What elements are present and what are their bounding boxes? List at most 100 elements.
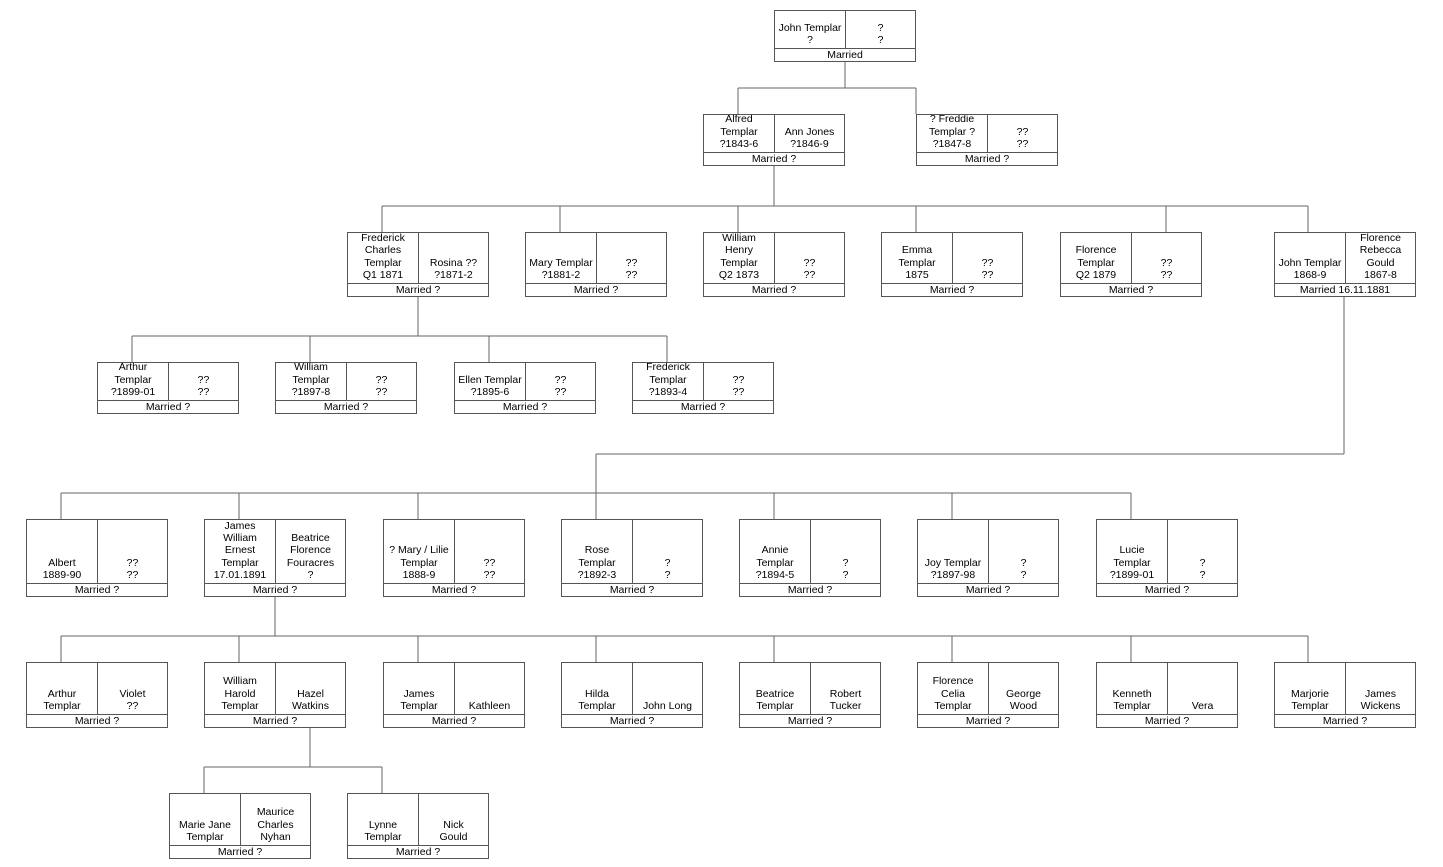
marriage-status: Married ? xyxy=(562,583,702,596)
person-left: James William Ernest Templar 17.01.1891 xyxy=(213,520,267,581)
person-right: James Wickens xyxy=(1345,663,1415,714)
couple-persons: ? Freddie Templar ? ?1847-8?? ?? xyxy=(917,115,1057,152)
couple-persons: Alfred Templar ?1843-6 Ann Jones ?1846-9 xyxy=(704,115,844,152)
marriage-status: Married ? xyxy=(704,152,844,165)
person-left: Emma Templar 1875 xyxy=(898,244,936,281)
person-left: Florence Templar Q2 1879 xyxy=(1075,244,1117,281)
person-right: ? ? xyxy=(845,11,915,48)
couple-box: Emma Templar 1875?? ??Married ? xyxy=(881,232,1023,297)
couple-box: John Templar ?? ?Married xyxy=(774,10,916,62)
person-right: ? ? xyxy=(1167,520,1237,583)
couple-persons: John Templar ?? ? xyxy=(775,11,915,48)
person-left: Arthur Templar xyxy=(43,687,81,712)
person-right: ? ? xyxy=(810,520,880,583)
marriage-status: Married ? xyxy=(918,714,1058,727)
person-left: Frederick Charles Templar Q1 1871 xyxy=(361,233,405,281)
person-right: ?? ?? xyxy=(454,520,524,583)
couple-box: Rose Templar ?1892-3 ? ?Married ? xyxy=(561,519,703,597)
person-left: Arthur Templar ?1899-01 xyxy=(110,363,156,398)
person-left: Frederick Templar ?1893-4 xyxy=(646,363,690,398)
marriage-status: Married ? xyxy=(205,583,345,596)
couple-persons: William Henry Templar Q2 1873?? ?? xyxy=(704,233,844,283)
person-left: Rose Templar ?1892-3 xyxy=(577,544,617,581)
person-left: William Templar ?1897-8 xyxy=(291,363,331,398)
couple-box: Arthur Templar ?1899-01?? ??Married ? xyxy=(97,362,239,414)
marriage-status: Married ? xyxy=(740,583,880,596)
couple-box: Albert 1889-90 ?? ??Married ? xyxy=(26,519,168,597)
marriage-status: Married ? xyxy=(27,583,167,596)
marriage-status: Married ? xyxy=(562,714,702,727)
person-right: Hazel Watkins xyxy=(275,663,345,714)
couple-persons: Rose Templar ?1892-3 ? ? xyxy=(562,520,702,583)
person-left: Ellen Templar ?1895-6 xyxy=(458,373,522,398)
couple-persons: Annie Templar ?1894-5 ? ? xyxy=(740,520,880,583)
person-right: ?? ?? xyxy=(525,363,595,400)
person-left: Marie Jane Templar xyxy=(179,818,231,843)
person-right: ?? ?? xyxy=(703,363,773,400)
person-right: Florence Rebecca Gould 1867-8 xyxy=(1345,233,1415,283)
person-right: Ann Jones ?1846-9 xyxy=(774,115,844,152)
person-right: George Wood xyxy=(988,663,1058,714)
marriage-status: Married ? xyxy=(1275,714,1415,727)
marriage-status: Married ? xyxy=(526,283,666,296)
person-right: ? ? xyxy=(632,520,702,583)
couple-box: Annie Templar ?1894-5 ? ?Married ? xyxy=(739,519,881,597)
marriage-status: Married ? xyxy=(276,400,416,413)
couple-box: ? Mary / Lilie Templar 1888-9?? ??Marrie… xyxy=(383,519,525,597)
couple-persons: Albert 1889-90 ?? ?? xyxy=(27,520,167,583)
marriage-status: Married ? xyxy=(740,714,880,727)
couple-persons: Emma Templar 1875?? ?? xyxy=(882,233,1022,283)
marriage-status: Married ? xyxy=(882,283,1022,296)
person-left: Annie Templar ?1894-5 xyxy=(755,544,795,581)
person-right: Kathleen xyxy=(454,663,524,714)
person-right: Maurice Charles Nyhan xyxy=(240,794,310,845)
couple-persons: ? Mary / Lilie Templar 1888-9?? ?? xyxy=(384,520,524,583)
person-left: James Templar xyxy=(400,687,438,712)
person-right: ? ? xyxy=(988,520,1058,583)
couple-box: ? Freddie Templar ? ?1847-8?? ??Married … xyxy=(916,114,1058,166)
marriage-status: Married ? xyxy=(633,400,773,413)
marriage-status: Married ? xyxy=(348,845,488,858)
person-right: ?? ?? xyxy=(97,520,167,583)
person-left: Alfred Templar ?1843-6 xyxy=(719,115,759,150)
couple-box: Mary Templar ?1881-2?? ??Married ? xyxy=(525,232,667,297)
person-right: ?? ?? xyxy=(168,363,238,400)
couple-persons: Marie Jane Templar Maurice Charles Nyhan xyxy=(170,794,310,845)
marriage-status: Married ? xyxy=(704,283,844,296)
person-left: William Harold Templar xyxy=(221,675,259,712)
person-left: John Templar ? xyxy=(778,21,842,46)
marriage-status: Married ? xyxy=(918,583,1058,596)
marriage-status: Married ? xyxy=(384,714,524,727)
person-right: ?? ?? xyxy=(346,363,416,400)
person-left: ? Mary / Lilie Templar 1888-9 xyxy=(389,544,449,581)
person-right: ?? ?? xyxy=(596,233,666,283)
person-right: ?? ?? xyxy=(774,233,844,283)
marriage-status: Married ? xyxy=(205,714,345,727)
marriage-status: Married ? xyxy=(348,283,488,296)
marriage-status: Married xyxy=(775,48,915,61)
couple-box: Lucie Templar ?1899-01? ?Married ? xyxy=(1096,519,1238,597)
marriage-status: Married ? xyxy=(1097,714,1237,727)
couple-persons: Mary Templar ?1881-2?? ?? xyxy=(526,233,666,283)
person-left: Albert 1889-90 xyxy=(42,556,82,581)
person-right: ?? ?? xyxy=(987,115,1057,152)
couple-persons: James Templar Kathleen xyxy=(384,663,524,714)
person-left: Beatrice Templar xyxy=(755,687,795,712)
couple-persons: Lucie Templar ?1899-01? ? xyxy=(1097,520,1237,583)
couple-persons: Arthur Templar ?1899-01 ?? ?? xyxy=(98,363,238,400)
